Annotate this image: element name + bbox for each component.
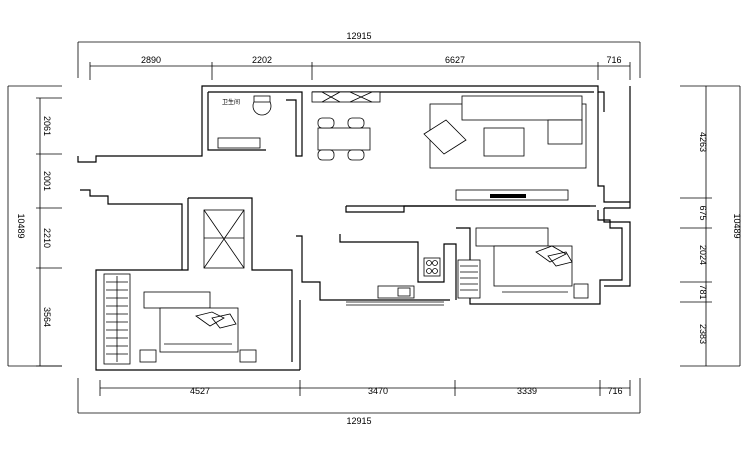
dim-bottom-seg-2: 3470 xyxy=(368,386,388,396)
nightstand xyxy=(239,349,257,363)
wardrobe xyxy=(457,259,481,299)
bathroom-label: 卫生间 xyxy=(222,98,240,106)
dimension-top xyxy=(77,41,641,80)
nightstand xyxy=(139,349,157,363)
dim-bottom-seg-1: 4527 xyxy=(190,386,210,396)
dim-bottom-seg-4: 716 xyxy=(607,386,622,396)
dim-top-seg-2: 2202 xyxy=(252,55,272,65)
dim-right-seg-4: 781 xyxy=(698,284,708,299)
dim-right-seg-5: 2383 xyxy=(698,324,708,344)
right-bedroom xyxy=(457,227,589,299)
dim-right-seg-1: 4263 xyxy=(698,132,708,152)
dim-bottom-seg-3: 3339 xyxy=(517,386,537,396)
dim-top-total: 12915 xyxy=(346,31,371,41)
dim-left-seg-1: 2061 xyxy=(42,116,52,136)
walls xyxy=(77,85,631,371)
armchair-icon xyxy=(423,119,467,155)
coffee-table xyxy=(483,127,525,157)
chair-icon xyxy=(347,117,365,129)
bathroom: 卫生间 xyxy=(217,95,272,149)
dim-left-total: 10489 xyxy=(16,213,26,238)
nightstand xyxy=(573,283,589,299)
dim-left-seg-3: 2210 xyxy=(42,228,52,248)
dim-right-seg-2: 675 xyxy=(698,205,708,220)
dim-top-seg-3: 6627 xyxy=(445,55,465,65)
chair-icon xyxy=(347,149,365,161)
dim-right-total: 10489 xyxy=(732,213,742,238)
dim-bottom-total: 12915 xyxy=(346,416,371,426)
left-bedroom xyxy=(103,273,257,365)
bathroom-counter xyxy=(217,137,261,149)
chair-icon xyxy=(317,149,335,161)
kitchen xyxy=(346,257,444,306)
dimension-right xyxy=(680,85,741,367)
dimension-left xyxy=(7,85,62,367)
bed-headboard xyxy=(475,227,549,247)
dim-right-seg-3: 2024 xyxy=(698,245,708,265)
dimension-bottom xyxy=(77,378,641,414)
stove-icon xyxy=(423,257,441,277)
storage-cabinet xyxy=(203,209,245,269)
bed-icon xyxy=(493,245,573,287)
tv-icon xyxy=(490,194,526,198)
sofa-chaise xyxy=(547,119,583,145)
dim-left-seg-2: 2001 xyxy=(42,171,52,191)
sink-icon xyxy=(377,285,415,299)
sofa-icon xyxy=(461,95,583,121)
dim-left-seg-4: 3564 xyxy=(42,307,52,327)
bed-headboard xyxy=(143,291,211,309)
living-room xyxy=(423,95,587,201)
sideboard xyxy=(311,91,381,103)
dim-top-seg-4: 716 xyxy=(606,55,621,65)
dining-table xyxy=(311,91,381,161)
dim-top-seg-1: 2890 xyxy=(141,55,161,65)
table-top xyxy=(317,127,371,151)
chair-icon xyxy=(317,117,335,129)
